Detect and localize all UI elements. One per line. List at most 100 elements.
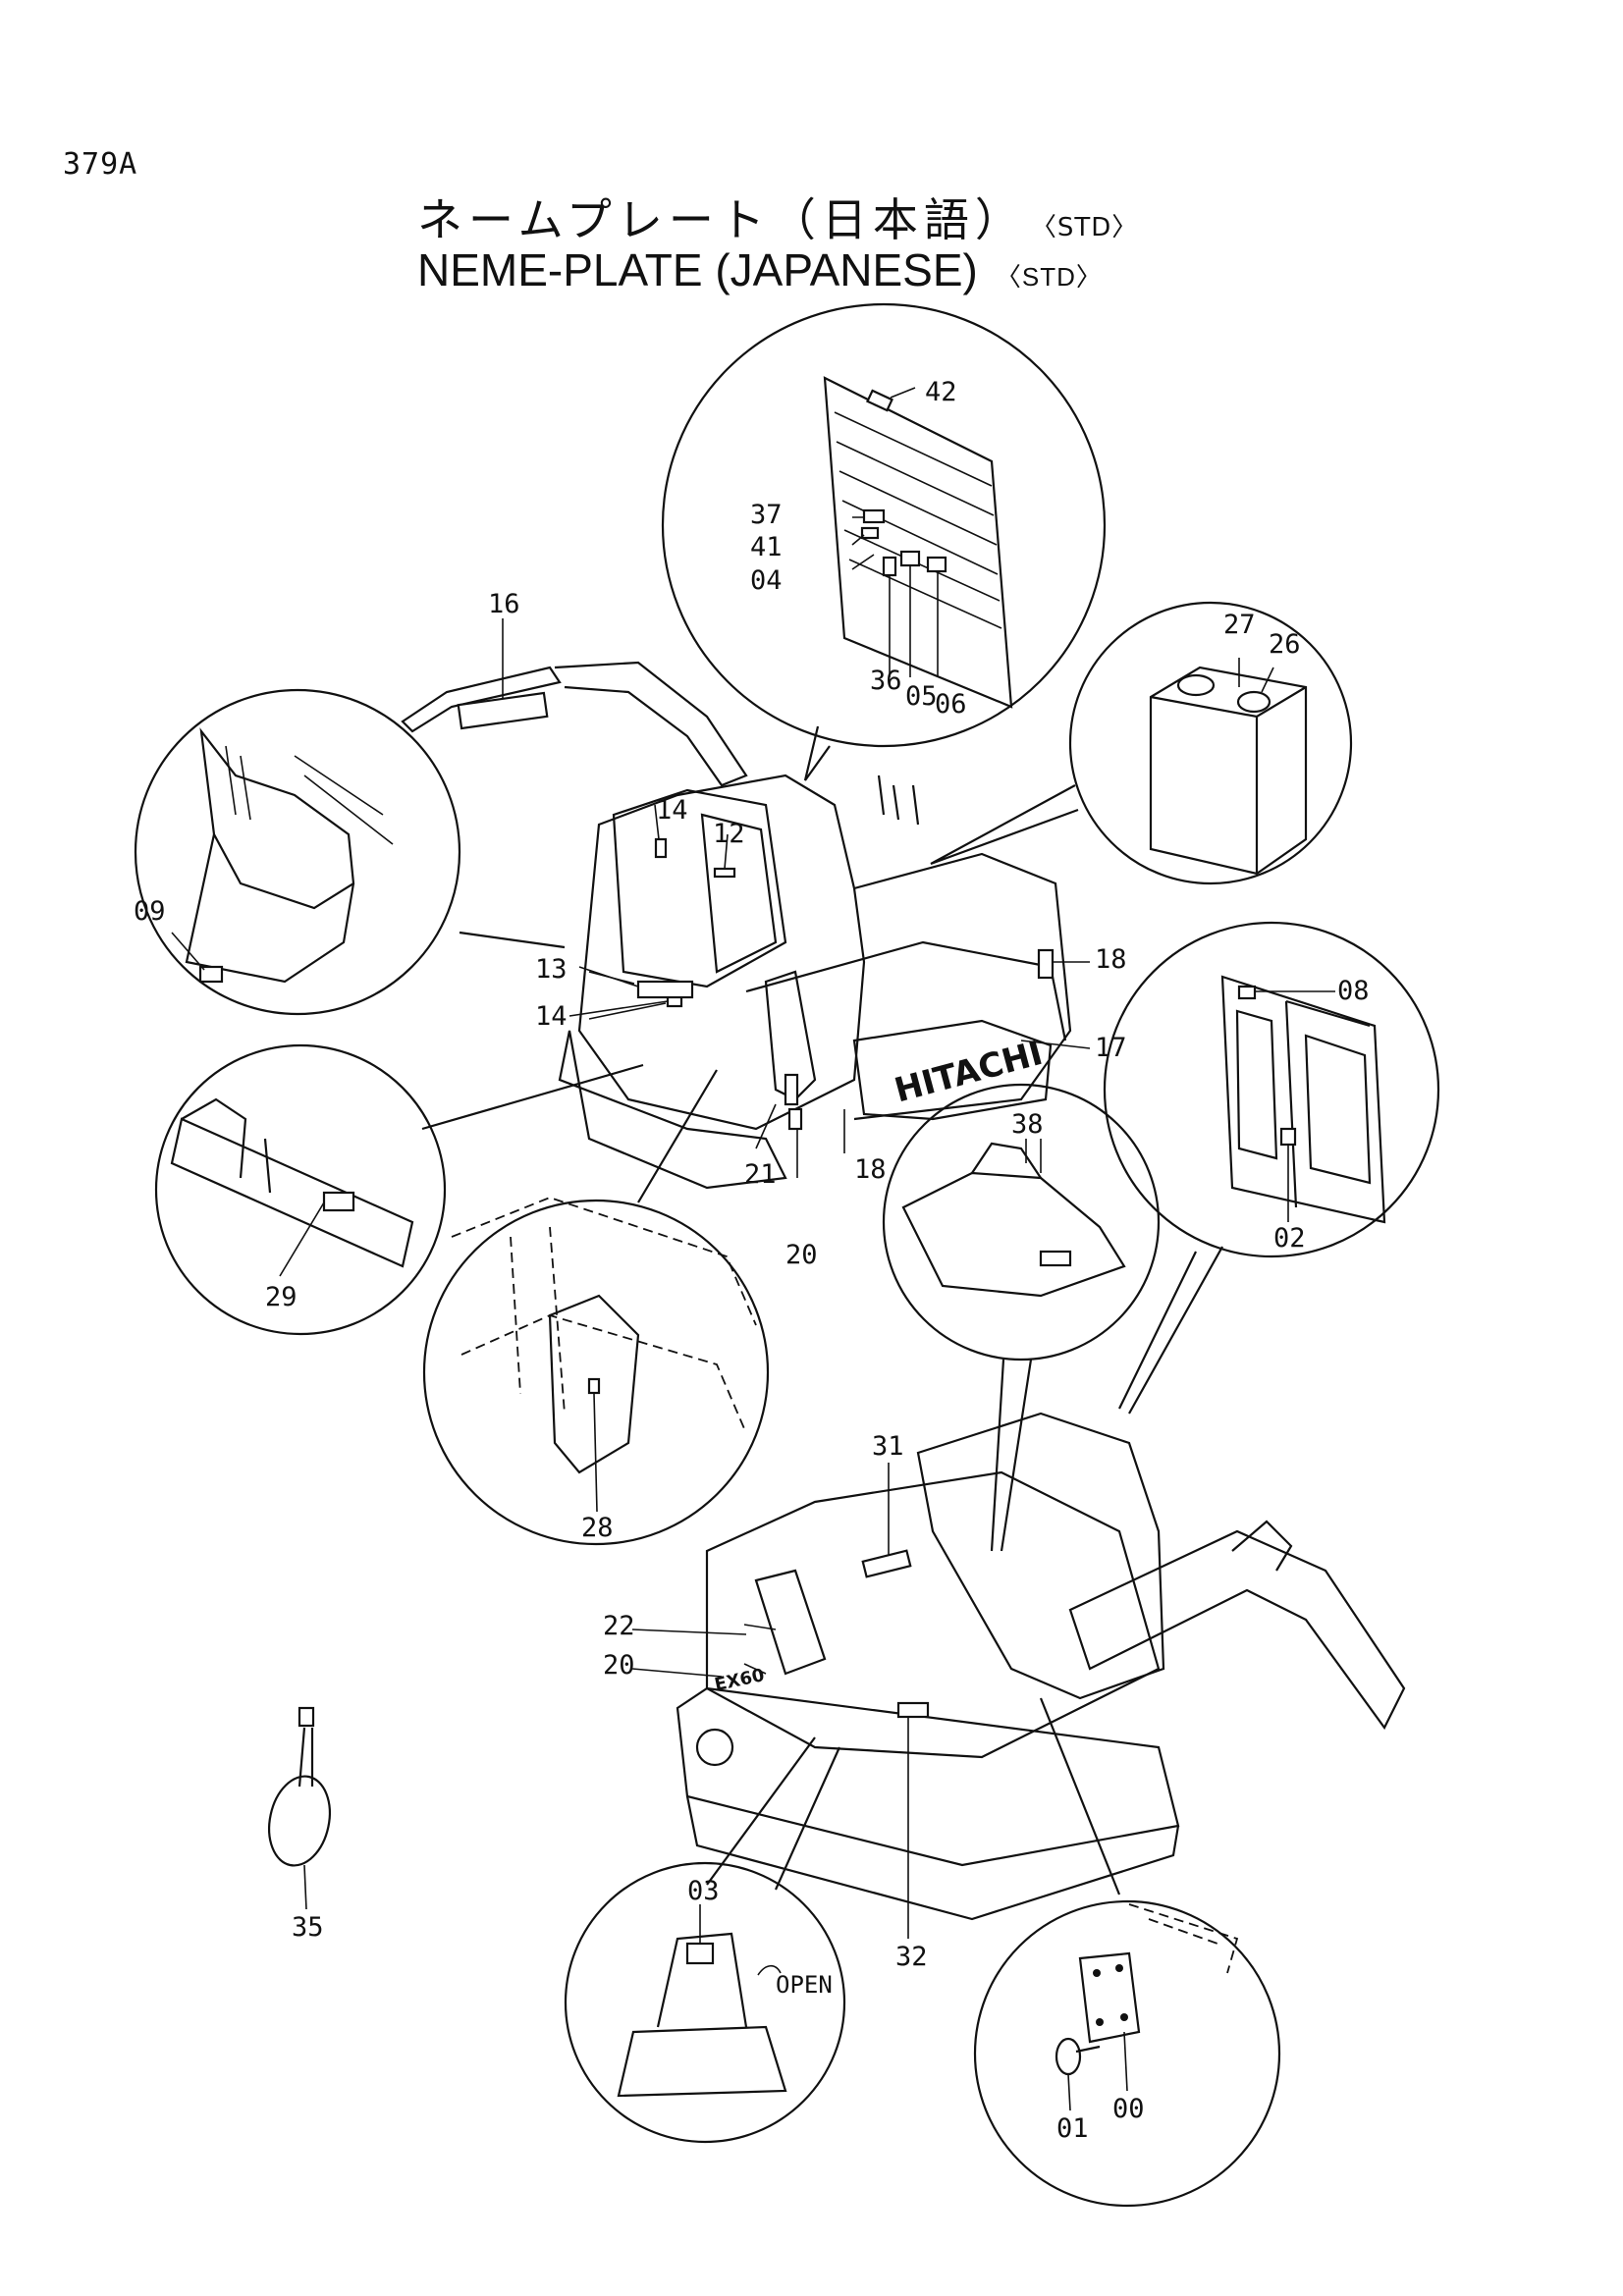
callout-20-lower: 20 xyxy=(603,1650,635,1681)
callout-labels: 42 37 41 04 36 05 06 27 26 16 09 14 12 1… xyxy=(134,377,1370,2144)
callout-41: 41 xyxy=(750,532,783,562)
plate-16 xyxy=(457,691,549,730)
callout-01: 01 xyxy=(1056,2113,1089,2144)
plate-02 xyxy=(1279,1127,1297,1147)
plate-06 xyxy=(926,556,947,573)
detail-circle-console xyxy=(882,1083,1161,1362)
detail-circle-control xyxy=(134,688,461,1016)
callout-20-upper: 20 xyxy=(785,1240,818,1270)
callout-32: 32 xyxy=(895,1942,928,1972)
cap-26 xyxy=(1236,690,1271,714)
callout-13: 13 xyxy=(535,954,568,985)
boom-arm xyxy=(401,666,562,733)
callout-03: 03 xyxy=(687,1876,720,1906)
callout-26: 26 xyxy=(1269,629,1301,660)
detail-control-lever xyxy=(134,688,566,1016)
callout-36: 36 xyxy=(870,666,902,696)
plate-42 xyxy=(866,389,893,412)
title-jp-text: ネームプレート（日本語） xyxy=(417,193,1026,246)
plate-41 xyxy=(860,526,880,540)
detail-rear-window xyxy=(661,302,1107,781)
callout-14-upper: 14 xyxy=(656,795,688,826)
callout-29: 29 xyxy=(265,1282,298,1312)
plate-20-upper xyxy=(787,1107,803,1131)
callout-12: 12 xyxy=(713,819,745,849)
title-english: NEME-PLATE (JAPANESE) 〈STD〉 xyxy=(417,243,1103,296)
plate-38 xyxy=(1039,1250,1072,1267)
rear-window-frame xyxy=(823,376,1013,709)
detail-circle-tank xyxy=(1068,601,1353,885)
callout-06: 06 xyxy=(935,689,967,720)
detail-circle-track xyxy=(154,1043,447,1336)
lower-cab xyxy=(916,1412,1165,1700)
bolt-01 xyxy=(1055,2037,1082,2076)
plate-31 xyxy=(861,1549,912,1578)
cab xyxy=(577,774,866,1131)
callout-35: 35 xyxy=(292,1912,324,1943)
plate-03 xyxy=(685,1942,715,1965)
tag-holder xyxy=(298,1706,315,1728)
plate-36 xyxy=(882,556,897,577)
detail-circle-cab-doors xyxy=(1103,921,1440,1258)
detail-circle-rear-window xyxy=(661,302,1107,748)
detail-door xyxy=(422,1069,770,1546)
plate-32 xyxy=(896,1701,930,1719)
callout-17: 17 xyxy=(1095,1033,1127,1063)
detail-console xyxy=(882,1083,1161,1552)
key-tag xyxy=(268,1775,331,1867)
callout-22: 22 xyxy=(603,1611,635,1641)
detail-tank-caps xyxy=(930,601,1353,885)
callout-16: 16 xyxy=(488,589,520,619)
title-en-text: NEME-PLATE (JAPANESE) xyxy=(417,244,978,295)
detail-track-frame xyxy=(154,1043,644,1336)
callout-14-lower: 14 xyxy=(535,1001,568,1032)
lower-fuel-tank xyxy=(754,1569,827,1676)
plate-09 xyxy=(198,965,224,984)
detail-cab-doors xyxy=(1103,921,1440,1415)
plate-14-upper xyxy=(654,837,668,859)
variant-tag-jp: 〈STD〉 xyxy=(1043,213,1139,242)
callout-31: 31 xyxy=(872,1431,904,1462)
plate-12 xyxy=(713,867,736,879)
callout-28: 28 xyxy=(581,1513,614,1543)
plate-37 xyxy=(862,508,886,524)
callout-42: 42 xyxy=(925,377,957,407)
detail-circle-door xyxy=(422,1199,770,1546)
detail-open-cover: OPEN xyxy=(564,1861,846,2144)
callout-09: 09 xyxy=(134,896,166,927)
callout-08: 08 xyxy=(1337,976,1370,1006)
variant-tag-en: 〈STD〉 xyxy=(995,262,1103,292)
callout-04: 04 xyxy=(750,565,783,596)
lower-machine-view: EX60 xyxy=(676,1412,1406,1939)
plate-28 xyxy=(587,1377,601,1395)
plate-13 xyxy=(636,980,694,999)
detail-circle-bracket xyxy=(973,1899,1281,2208)
plate-08 xyxy=(1237,985,1257,1000)
callout-05: 05 xyxy=(905,681,938,712)
lower-boom xyxy=(1068,1529,1406,1731)
detail-circle-open-cover xyxy=(564,1861,846,2144)
detail-bracket xyxy=(973,1899,1281,2208)
callout-27: 27 xyxy=(1223,610,1256,640)
callout-21: 21 xyxy=(744,1159,777,1190)
page-code: 379A xyxy=(63,147,138,182)
callout-18-upper: 18 xyxy=(1095,944,1127,975)
callout-18-lower: 18 xyxy=(854,1154,887,1185)
plate-29 xyxy=(322,1191,355,1212)
plate-18-upper xyxy=(1037,948,1055,980)
callout-02: 02 xyxy=(1273,1223,1306,1254)
callout-00: 00 xyxy=(1112,2094,1145,2124)
plate-18-lower xyxy=(784,1073,799,1106)
plate-05 xyxy=(899,550,921,567)
open-label: OPEN xyxy=(776,1971,833,1999)
item-35-tag xyxy=(268,1706,331,1910)
fuel-tank-side xyxy=(764,970,817,1101)
cap-27 xyxy=(1176,673,1216,697)
hitachi-logo: HITACHI xyxy=(891,1034,1047,1111)
upper-machine-view: HITACHI xyxy=(401,618,1091,1190)
callout-37: 37 xyxy=(750,500,783,530)
title-japanese: ネームプレート（日本語） 〈STD〉 xyxy=(417,185,1138,249)
lower-upper-structure xyxy=(705,1470,1161,1759)
